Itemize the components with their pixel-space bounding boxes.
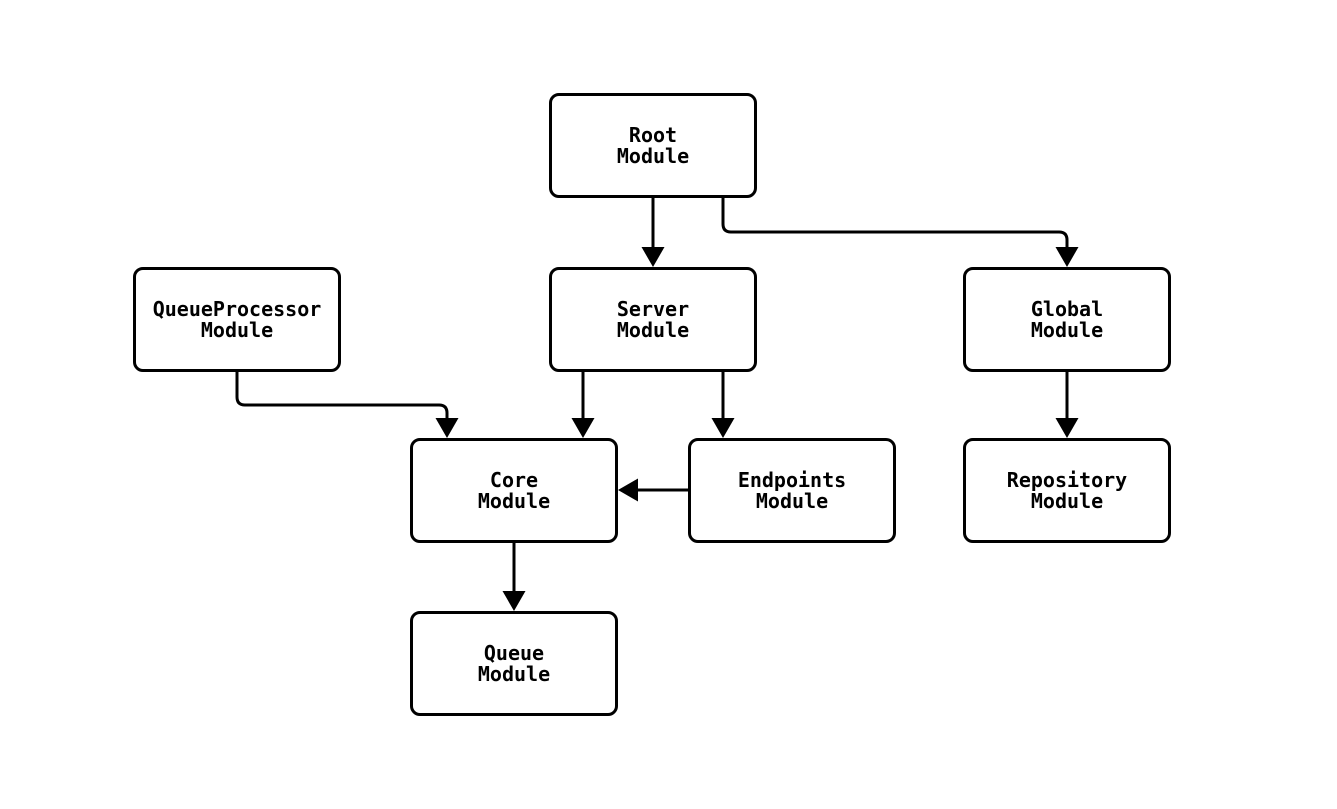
arrowhead-core-queue: [502, 591, 526, 611]
edge-queueprocessor-core: [235, 370, 449, 419]
node-label-line1: QueueProcessor: [152, 296, 322, 321]
node-label-line2: Module: [1030, 317, 1104, 342]
arrowhead-server-endpoints: [711, 418, 735, 438]
arrowhead-endpoints-core: [618, 478, 638, 502]
node-queue-module: Queue Module: [410, 611, 618, 716]
node-label-line1: Repository: [1006, 467, 1128, 492]
node-label-line1: Global: [1030, 296, 1104, 321]
node-label-line2: Module: [755, 488, 829, 513]
node-global-module: Global Module: [963, 267, 1171, 372]
node-label-line2: Module: [1030, 488, 1104, 513]
node-root-module: Root Module: [549, 93, 757, 198]
node-label-line1: Server: [616, 296, 690, 321]
arrowhead-root-server: [641, 247, 665, 267]
arrowhead-server-core: [571, 418, 595, 438]
arrowhead-queueprocessor-core: [435, 418, 459, 438]
node-queueprocessor-module: QueueProcessor Module: [133, 267, 341, 372]
edge-root-global: [721, 196, 1069, 248]
node-label-line1: Endpoints: [737, 467, 847, 492]
node-label-line2: Module: [200, 317, 274, 342]
node-label-line1: Queue: [483, 640, 545, 665]
node-label-line2: Module: [616, 143, 690, 168]
node-label-line2: Module: [477, 488, 551, 513]
arrowhead-root-global: [1055, 247, 1079, 267]
node-label-line2: Module: [477, 661, 551, 686]
node-label-line1: Core: [489, 467, 539, 492]
arrowhead-global-repository: [1055, 418, 1079, 438]
node-core-module: Core Module: [410, 438, 618, 543]
node-label-line2: Module: [616, 317, 690, 342]
node-server-module: Server Module: [549, 267, 757, 372]
node-repository-module: Repository Module: [963, 438, 1171, 543]
node-label-line1: Root: [628, 122, 678, 147]
node-endpoints-module: Endpoints Module: [688, 438, 896, 543]
